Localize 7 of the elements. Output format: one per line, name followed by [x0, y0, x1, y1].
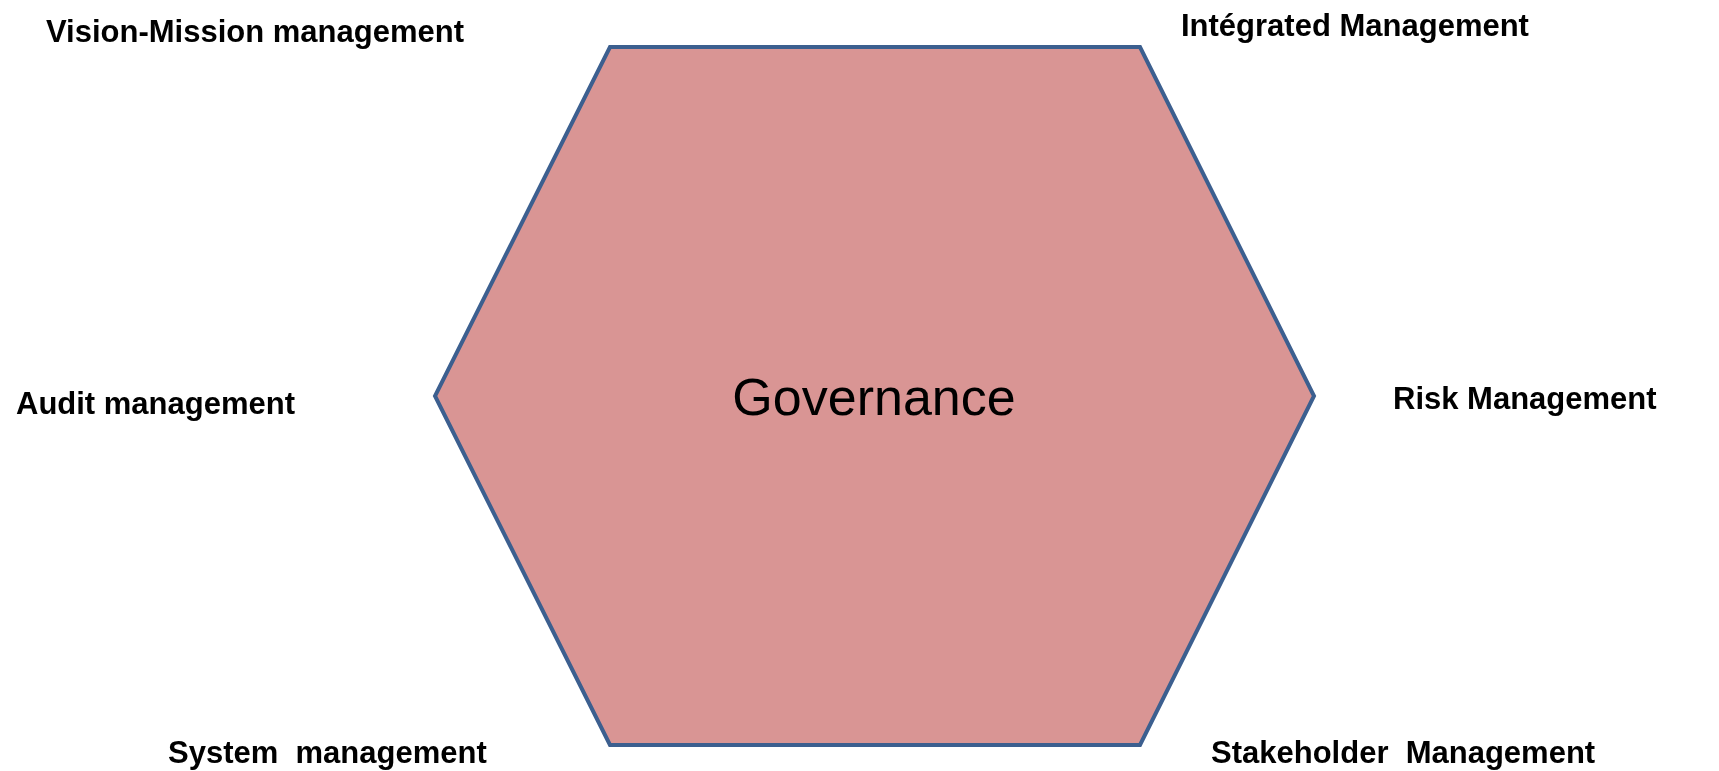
label-text: Stakeholder Management	[1211, 737, 1596, 768]
label-text: Intégrated Management	[1181, 10, 1529, 41]
node-label: Governance	[732, 371, 1016, 423]
label-text: Risk Management	[1393, 383, 1657, 414]
label-text: Vision-Mission management	[46, 16, 464, 47]
label-text: System management	[168, 737, 487, 768]
label-text: Audit management	[16, 388, 296, 419]
